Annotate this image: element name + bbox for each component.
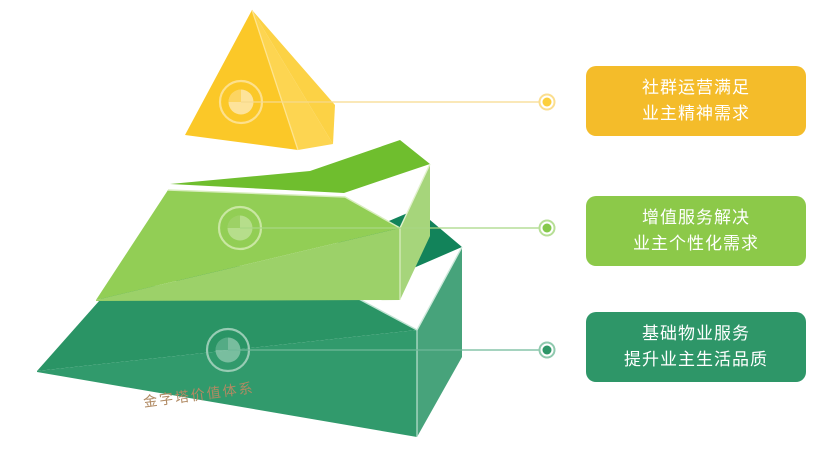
callout-top-line2: 业主精神需求	[642, 104, 750, 123]
connector-dot-fill-base[interactable]	[542, 345, 552, 355]
pyramid-level-top[interactable]	[185, 9, 335, 151]
connector-dot-fill-top[interactable]	[542, 97, 552, 107]
base-edge-highlight-right	[416, 246, 463, 331]
middle-top-face	[96, 190, 400, 300]
middle-left-face	[96, 228, 400, 301]
pyramid-level-middle[interactable]	[96, 140, 431, 301]
callout-value-added-services[interactable]: 增值服务解决 业主个性化需求	[586, 196, 806, 266]
connector-top	[241, 93, 556, 111]
top-far-right-face	[252, 10, 335, 144]
connector-base	[228, 341, 556, 359]
callout-base-line2: 提升业主生活品质	[624, 350, 768, 369]
middle-rim-face	[170, 140, 430, 193]
middle-right-face	[400, 164, 430, 300]
top-ridge-edge	[251, 9, 299, 151]
connector-dot-fill-middle[interactable]	[542, 223, 552, 233]
top-right-face	[252, 10, 333, 150]
callout-community-operations[interactable]: 社群运营满足 业主精神需求	[586, 66, 806, 136]
base-top-face	[37, 283, 417, 371]
middle-edge-highlight-right	[399, 163, 431, 229]
middle-edge-highlight-top	[167, 189, 401, 229]
callout-base-line1: 基础物业服务	[642, 323, 750, 343]
base-left-face	[37, 330, 417, 437]
callout-mid-line2: 业主个性化需求	[633, 234, 759, 253]
callout-basic-property-services[interactable]: 基础物业服务 提升业主生活品质	[586, 312, 806, 382]
callout-mid-line1: 增值服务解决	[642, 207, 750, 227]
callout-top-line1: 社群运营满足	[642, 77, 750, 97]
base-right-face	[417, 247, 462, 437]
connector-middle	[240, 219, 556, 237]
